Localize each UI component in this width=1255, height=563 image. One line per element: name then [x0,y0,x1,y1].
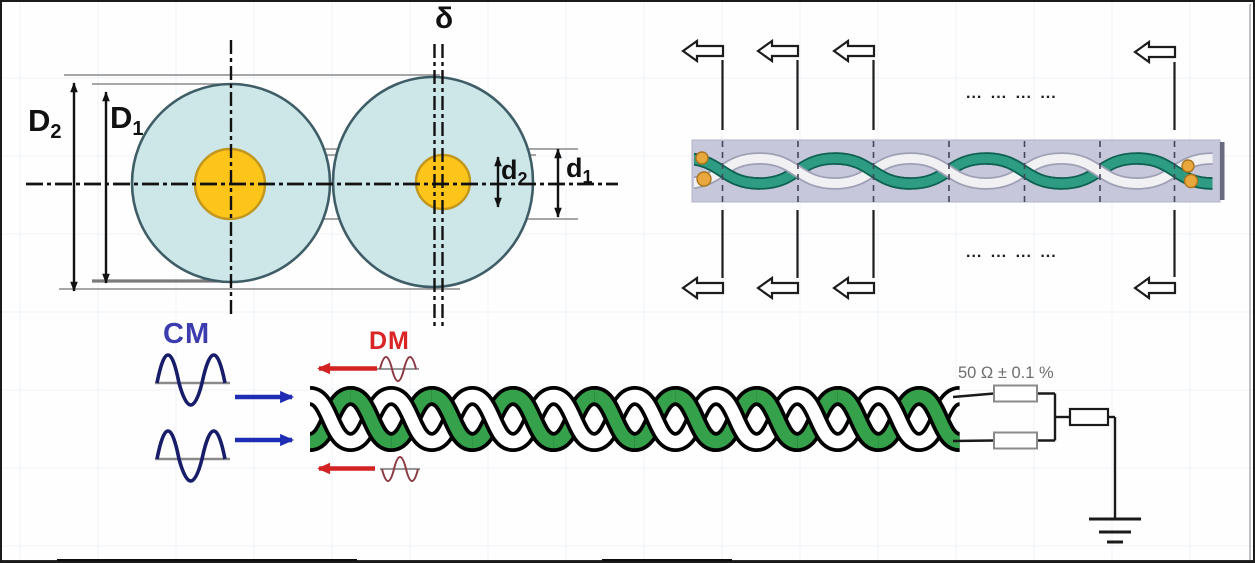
label-D1: D1 [110,100,144,140]
wire-path [511,389,555,449]
wire-path [430,389,474,449]
wire-path [836,389,880,449]
mode-coupling-schematic: CM DM 50 Ω ± 0.1 % [155,318,1141,544]
bottom-border-shadow [2,559,1253,561]
wire-path [694,154,1213,188]
termination-label: 50 Ω ± 0.1 % [958,364,1054,382]
label-d1: d1 [566,153,593,187]
termination-resistor-common [1068,407,1110,427]
hollow-arrow-icon [756,275,800,301]
wire-path [349,389,393,449]
twisted-pair-drawing [307,386,962,452]
hollow-arrow-icon [832,275,876,301]
wire-path [985,154,1062,188]
label-D2: D2 [28,103,62,143]
cross-section-diagram: D2 D1 d2 d1 δ [26,2,618,328]
ellipsis-dots-bottom: ... ... ... ... [966,244,1057,261]
dm-wave-bottom [380,456,420,482]
dm-label: DM [369,327,410,355]
cm-label: CM [163,318,210,350]
label-delta: δ [435,2,453,35]
hollow-arrow-icon [681,38,725,64]
photo-twisted-wires [694,152,1213,190]
wire-path [674,389,718,449]
hollow-arrow-icon [1133,39,1177,65]
termination-resistor-top [993,384,1038,403]
hollow-arrow-icon [756,38,800,64]
wire-path [834,154,911,188]
centerlines [26,40,618,328]
wire-path [592,389,637,449]
hollow-arrow-icons [681,38,1177,301]
wire-path [308,389,961,449]
wire-copper-tips [695,151,1199,189]
wire-path [1136,154,1213,188]
twisted-pair-photo [691,139,1225,203]
label-d2: d2 [501,155,528,189]
ground-symbol [1089,517,1141,544]
wire-path [755,389,799,449]
pitch-leader-lines [721,60,1176,278]
termination-network: 50 Ω ± 0.1 % [952,364,1141,544]
dimension-arrows [70,82,562,292]
termination-resistor-bottom [993,431,1038,450]
hollow-arrow-icon [1133,275,1177,301]
hollow-arrow-icon [832,38,876,64]
cm-wave-top [155,353,230,407]
ellipsis-dots-top: ... ... ... ... [966,85,1057,102]
photo-right-bar [1220,142,1225,200]
cm-wave-bottom [155,429,230,483]
hollow-arrow-icon [681,275,725,301]
dm-wave-top [377,356,419,382]
wire-path [694,154,760,188]
